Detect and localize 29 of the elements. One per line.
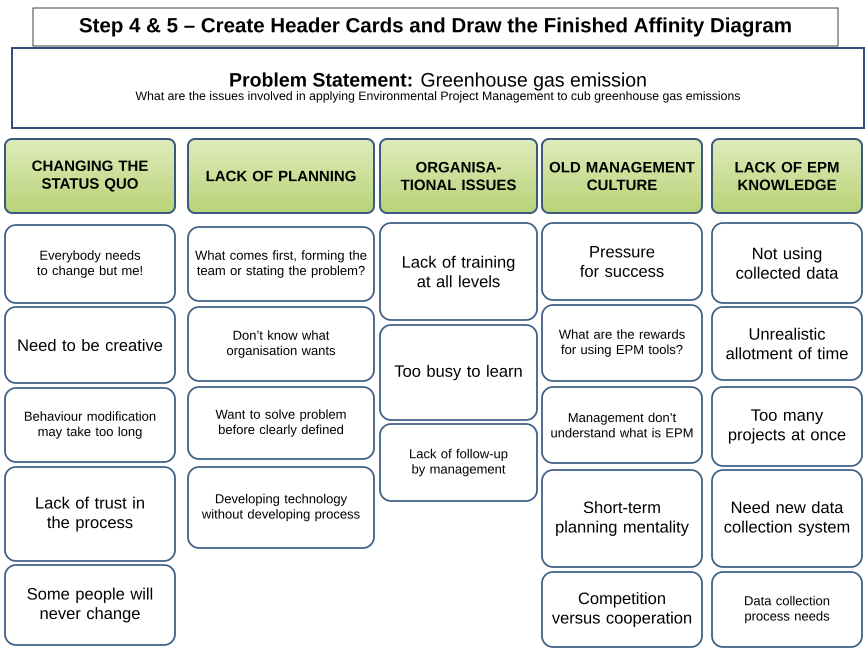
idea-card: Lack of training at all levels [379,222,538,321]
idea-card: Everybody needs to change but me! [4,224,176,304]
idea-card: Want to solve problem before clearly defined [187,386,375,460]
idea-card: Lack of trust in the process [4,466,176,562]
header-card: LACK OF PLANNING [187,138,375,214]
idea-card: Behaviour modification may take too long [4,387,176,463]
idea-card: Short-term planning mentality [541,469,703,568]
idea-card: Developing technology without developing process [187,466,375,549]
idea-card: Data collection process needs [711,571,863,648]
idea-card: Don’t know what organisation wants [187,306,375,382]
idea-card: Need to be creative [4,306,176,384]
header-card: OLD MANAGEMENT CULTURE [541,138,703,214]
idea-card: Unrealistic allotment of time [711,306,863,381]
header-card: CHANGING THE STATUS QUO [4,138,176,214]
idea-card: What are the rewards for using EPM tools? [541,304,703,382]
header-card: LACK OF EPM KNOWLEDGE [711,138,863,214]
problem-statement-box: Problem Statement: Greenhouse gas emission What are the issues involved in applying Environmental Project Management to cub greenhouse gas emissions [11,47,865,129]
idea-card: Lack of follow-up by management [379,423,538,502]
idea-card: Too busy to learn [379,324,538,421]
idea-card: Management don’t understand what is EPM [541,386,703,464]
idea-card: Some people will never change [4,564,176,646]
title-box: Step 4 & 5 – Create Header Cards and Draw the Finished Affinity Diagram [32,8,838,46]
header-card: ORGANISA-TIONAL ISSUES [379,138,538,214]
idea-card: Competition versus cooperation [541,571,703,648]
idea-card: Too many projects at once [711,386,863,467]
idea-card: Not using collected data [711,222,863,304]
idea-card: What comes first, forming the team or stating the problem? [187,226,375,302]
idea-card: Need new data collection system [711,469,863,568]
idea-card: Pressure for success [541,222,703,301]
